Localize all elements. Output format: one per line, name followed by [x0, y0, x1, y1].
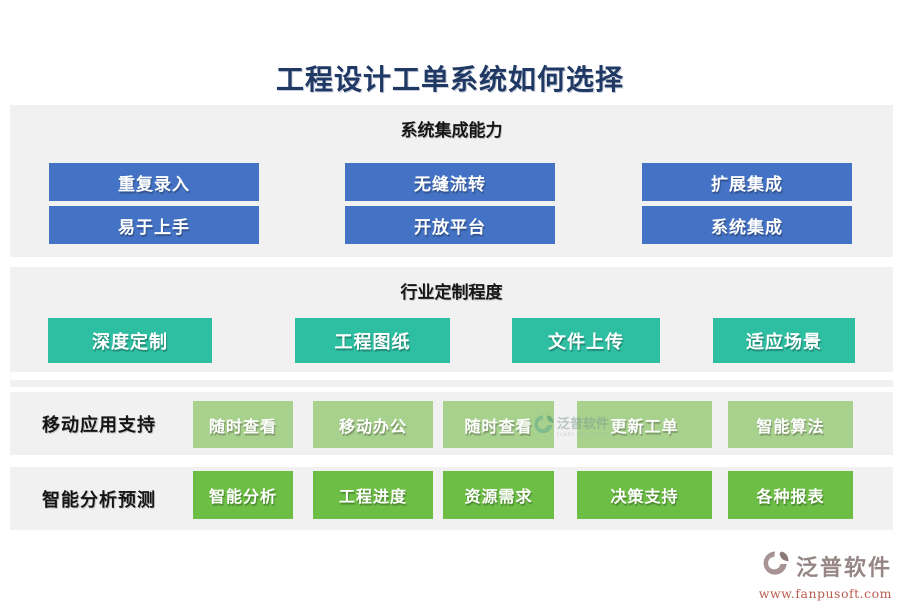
feature-pill: 系统集成 [642, 206, 852, 244]
feature-pill: 智能分析 [193, 471, 293, 519]
feature-pill: 移动办公 [313, 401, 433, 448]
section-label-analytics: 智能分析预测 [42, 489, 156, 511]
feature-pill: 更新工单 [577, 401, 712, 448]
feature-pill: 工程进度 [313, 471, 433, 519]
feature-pill: 随时查看 [193, 401, 293, 448]
feature-pill: 工程图纸 [295, 318, 450, 363]
feature-pill: 适应场景 [713, 318, 855, 363]
feature-pill: 扩展集成 [642, 163, 852, 201]
section-industry-customization: 行业定制程度 深度定制 工程图纸 文件上传 适应场景 [10, 267, 893, 372]
footer-brand: 泛普软件 www.fanpusoft.com [759, 548, 892, 601]
section-label-mobile: 移动应用支持 [42, 414, 156, 436]
feature-pill: 开放平台 [345, 206, 555, 244]
footer-brand-name: 泛普软件 [795, 556, 892, 581]
section-smart-analytics: 智能分析预测 智能分析 工程进度 资源需求 决策支持 各种报表 [10, 467, 893, 530]
section-header-integration: 系统集成能力 [400, 121, 503, 141]
section-mobile-support: 移动应用支持 随时查看 移动办公 随时查看 更新工单 智能算法 [10, 392, 893, 455]
divider-strip [10, 380, 893, 387]
feature-pill: 资源需求 [443, 471, 554, 519]
feature-pill: 无缝流转 [345, 163, 555, 201]
feature-pill: 各种报表 [728, 471, 853, 519]
feature-pill: 文件上传 [512, 318, 660, 363]
feature-pill: 重复录入 [49, 163, 259, 201]
feature-pill: 随时查看 [443, 401, 554, 448]
section-header-customization: 行业定制程度 [400, 283, 503, 303]
page-title: 工程设计工单系统如何选择 [275, 63, 624, 96]
feature-pill: 深度定制 [48, 318, 212, 363]
footer-brand-url: www.fanpusoft.com [758, 586, 892, 601]
fanpu-swoosh-icon [761, 548, 791, 584]
section-system-integration: 系统集成能力 重复录入 无缝流转 扩展集成 易于上手 开放平台 系统集成 [10, 105, 893, 257]
feature-pill: 易于上手 [49, 206, 259, 244]
feature-pill: 决策支持 [577, 471, 712, 519]
feature-pill: 智能算法 [728, 401, 853, 448]
